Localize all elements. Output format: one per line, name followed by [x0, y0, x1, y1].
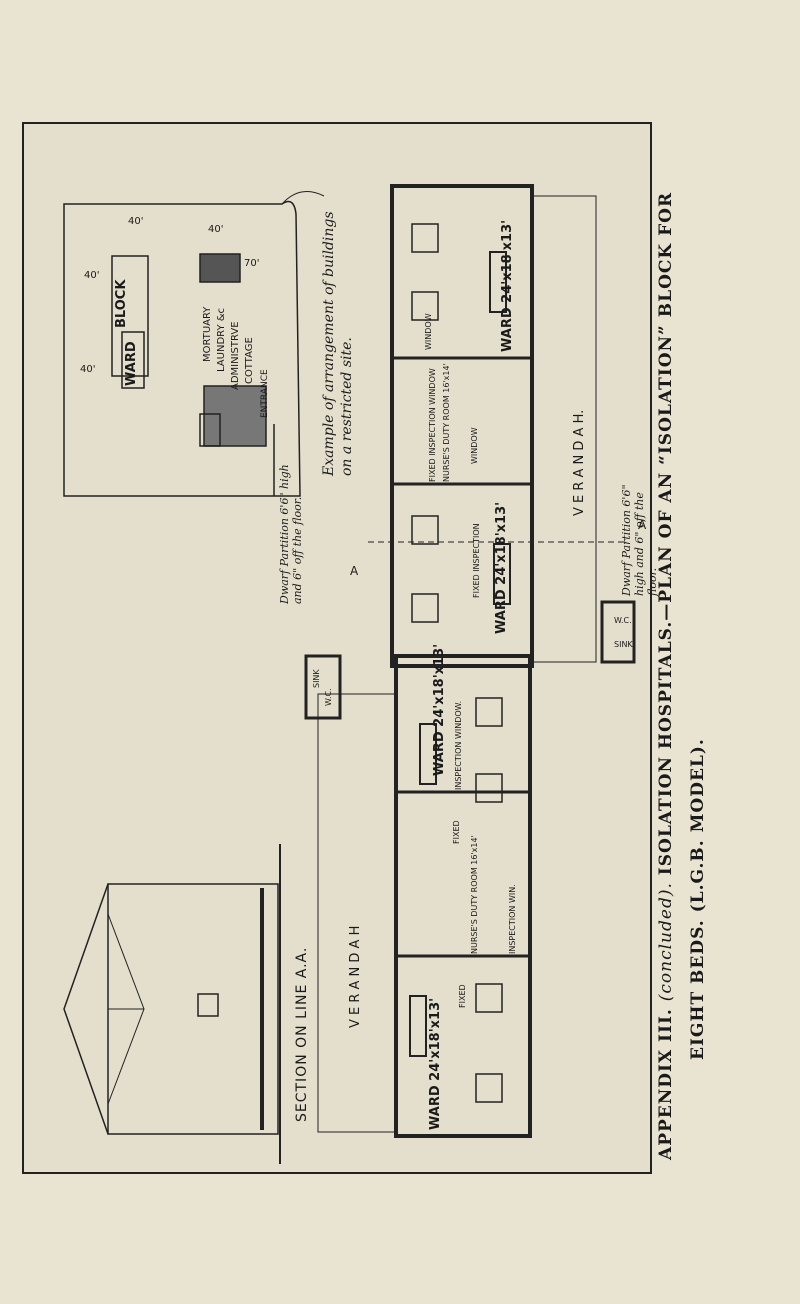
- label-fixed-bottom2: FIXED: [458, 984, 467, 1008]
- fireplace-low-1: [419, 723, 437, 785]
- label-fixed-top-middle: FIXED INSPECTION: [472, 523, 481, 598]
- site-dim-e: 70': [244, 258, 260, 269]
- site-block-building: [111, 255, 149, 377]
- label-window-small: WINDOW: [470, 427, 479, 464]
- label-wc-mid: W.C.: [324, 688, 333, 706]
- fireplace-top: [489, 251, 507, 313]
- bed-6: [475, 773, 503, 803]
- label-ward-bottom-right: WARD 24'x18'x13': [428, 997, 443, 1130]
- label-veranda-top: V E R A N D A H.: [572, 409, 587, 516]
- section-truss: [107, 913, 145, 1105]
- site-label-mortuary: MORTUARY: [202, 306, 213, 362]
- label-fixed-bottom: FIXED: [452, 820, 461, 844]
- site-dim-b: 40': [80, 364, 96, 375]
- label-ward-top-middle: WARD 24'x18'x13': [494, 501, 509, 634]
- site-label-laundry: LAUNDRY &c: [216, 307, 227, 372]
- fireplace-low-2: [409, 995, 427, 1057]
- site-ward-building: [121, 331, 145, 389]
- section-title: SECTION ON LINE A.A.: [294, 946, 310, 1122]
- caption-line1: ISOLATION HOSPITALS.—PLAN OF AN “ISOLATI…: [656, 191, 676, 876]
- main-plan: [304, 184, 636, 1138]
- caption: APPENDIX III. (concluded). ISOLATION HOS…: [656, 10, 676, 1160]
- site-admin: [203, 385, 267, 447]
- bed-2: [411, 291, 439, 321]
- marker-a-left: A: [350, 564, 359, 578]
- caption-italic: (concluded).: [656, 882, 676, 1002]
- site-dim-a: 40': [84, 270, 100, 281]
- label-nurse-room-bottom: NURSE'S DUTY ROOM 16'x14': [470, 835, 479, 954]
- label-ward-top-right: WARD 24'x18'x13': [500, 219, 515, 352]
- label-fixed-window-top: FIXED INSPECTION WINDOW: [428, 368, 437, 482]
- site-label-admin: ADMINISTRVE: [230, 321, 241, 390]
- wc-block-top: [600, 600, 636, 664]
- bed-7: [475, 983, 503, 1013]
- label-sink-top: SINK: [614, 640, 633, 649]
- site-boundary: [63, 200, 301, 497]
- label-veranda-bottom: V E R A N D A H: [348, 925, 363, 1028]
- label-window: WINDOW: [424, 313, 433, 350]
- label-inspection-win: INSPECTION WIN.: [508, 884, 517, 954]
- site-plan: [63, 191, 325, 497]
- bed-3: [411, 515, 439, 545]
- fireplace-mid: [493, 543, 511, 605]
- label-sink-mid: SINK: [312, 669, 321, 688]
- section-roof: [63, 883, 109, 1135]
- site-plan-title: Example of arrangement of buildings on a…: [321, 211, 355, 476]
- plan-plate: BLOCK WARD MORTUARY LAUNDRY &c ADMINISTR…: [22, 122, 659, 1174]
- site-label-block: BLOCK: [114, 279, 129, 328]
- caption-line2: EIGHT BEDS. (L.G.B. MODEL).: [688, 738, 708, 1060]
- bed-5: [475, 697, 503, 727]
- section-window: [197, 993, 219, 1017]
- site-label-cottage: COTTAGE: [244, 337, 255, 384]
- bed-4: [411, 593, 439, 623]
- section-drawing: [63, 844, 281, 1164]
- label-inspection-window: INSPECTION WINDOW.: [454, 700, 463, 790]
- bed-1: [411, 223, 439, 253]
- label-nurse-room-top: NURSE'S DUTY ROOM 16'x14': [442, 363, 451, 482]
- floor-plan-drawing: [63, 184, 636, 1164]
- label-partition-left: Dwarf Partition 6'6" high and 6" off the…: [278, 464, 304, 604]
- site-label-entrance: ENTRANCE: [260, 369, 270, 418]
- lower-veranda: [317, 693, 397, 1133]
- label-wc-top: W.C.: [614, 616, 632, 625]
- site-dim-d: 40': [208, 224, 224, 235]
- site-dim-c: 40': [128, 216, 144, 227]
- bed-8: [475, 1073, 503, 1103]
- label-partition-top: Dwarf Partition 6'6" high and 6" off the…: [620, 484, 659, 596]
- wc-block-mid: [304, 654, 342, 720]
- upper-veranda: [531, 195, 597, 663]
- site-label-ward: WARD: [124, 341, 139, 386]
- site-mortuary: [199, 253, 241, 283]
- site-curve: [281, 191, 325, 205]
- site-cottage: [199, 413, 221, 447]
- marker-a-right: A: [638, 518, 647, 532]
- label-ward-bottom-left: WARD 24'x18'x13': [432, 643, 447, 776]
- caption-prefix: APPENDIX III.: [656, 1008, 676, 1160]
